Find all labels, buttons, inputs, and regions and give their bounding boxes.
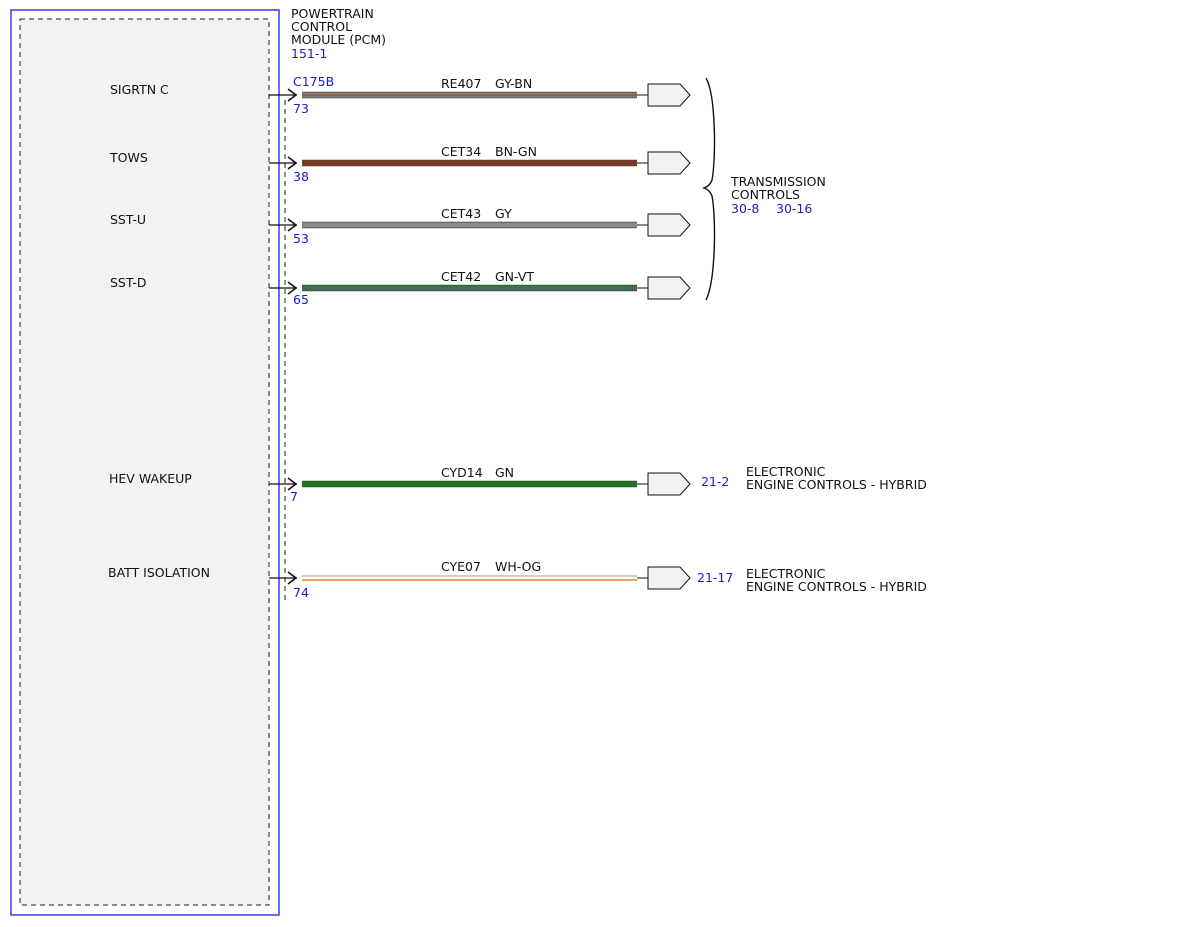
connector-tag-icon xyxy=(647,151,691,175)
pin-number: 73 xyxy=(293,101,309,116)
circuit-tows: TOWS CET34 BN-GN 38 xyxy=(109,144,691,184)
signal-label-batt-isolation: BATT ISOLATION xyxy=(108,565,210,580)
transmission-ref-1: 30-8 xyxy=(731,201,759,216)
pin-number: 74 xyxy=(293,585,309,600)
module-title-line-2: CONTROL xyxy=(291,19,352,34)
signal-label-hev-wakeup: HEV WAKEUP xyxy=(109,471,192,486)
batt-isolation-dest-line-1: ELECTRONIC xyxy=(746,566,826,581)
module-ref: 151-1 xyxy=(291,46,327,61)
transmission-label-line-2: CONTROLS xyxy=(731,187,800,202)
signal-label-sst-d: SST-D xyxy=(110,275,147,290)
signal-label-sigrtn-c: SIGRTN C xyxy=(110,82,169,97)
circuit-number: CET34 xyxy=(441,144,481,159)
batt-isolation-dest-line-2: ENGINE CONTROLS - HYBRID xyxy=(746,579,927,594)
signal-label-sst-u: SST-U xyxy=(110,212,146,227)
pin-arrow-icon xyxy=(287,571,298,585)
pin-arrow-icon xyxy=(287,218,298,232)
connector-tag-icon xyxy=(647,83,691,107)
wire-color-code: GN xyxy=(495,465,514,480)
wire-color-code: GY-BN xyxy=(495,76,532,91)
circuit-number: CET42 xyxy=(441,269,481,284)
transmission-label-line-1: TRANSMISSION xyxy=(730,174,826,189)
connector-tag-icon xyxy=(647,276,691,300)
module-title-line-1: POWERTRAIN xyxy=(291,6,374,21)
circuit-sigrtn-c: SIGRTN C RE407 GY-BN 73 xyxy=(110,76,691,116)
connector-tag-icon xyxy=(647,566,691,590)
pcm-module-body xyxy=(19,18,270,906)
pin-number: 65 xyxy=(293,292,309,307)
module-title-line-3: MODULE (PCM) xyxy=(291,32,386,47)
wire-color-code: WH-OG xyxy=(495,559,541,574)
circuit-hev-wakeup: HEV WAKEUP CYD14 GN 7 xyxy=(109,465,691,504)
circuit-number: CET43 xyxy=(441,206,481,221)
circuit-sst-d: SST-D CET42 GN-VT 65 xyxy=(110,269,691,307)
pin-number: 38 xyxy=(293,169,309,184)
wire-color-code: BN-GN xyxy=(495,144,537,159)
signal-label-tows: TOWS xyxy=(109,150,148,165)
wire-color-code: GN-VT xyxy=(495,269,534,284)
circuit-number: CYD14 xyxy=(441,465,483,480)
connector-tag-icon xyxy=(647,213,691,237)
circuit-sst-u: SST-U CET43 GY 53 xyxy=(110,206,691,246)
hev-wakeup-ref: 21-2 xyxy=(701,474,729,489)
circuit-number: RE407 xyxy=(441,76,481,91)
hev-wakeup-dest-line-2: ENGINE CONTROLS - HYBRID xyxy=(746,477,927,492)
pin-number: 7 xyxy=(290,489,298,504)
transmission-brace xyxy=(701,77,716,301)
pin-arrow-icon xyxy=(287,88,298,102)
circuit-number: CYE07 xyxy=(441,559,481,574)
batt-isolation-ref: 21-17 xyxy=(697,570,733,585)
connector-tag-icon xyxy=(647,472,691,496)
wire-color-code: GY xyxy=(495,206,512,221)
pin-arrow-icon xyxy=(287,281,298,295)
circuit-batt-isolation: BATT ISOLATION CYE07 WH-OG 74 xyxy=(108,559,691,600)
pin-number: 53 xyxy=(293,231,309,246)
pin-arrow-icon xyxy=(287,156,298,170)
pin-arrow-icon xyxy=(287,477,298,491)
hev-wakeup-dest-line-1: ELECTRONIC xyxy=(746,464,826,479)
connector-id: C175B xyxy=(293,74,334,89)
transmission-ref-2: 30-16 xyxy=(776,201,812,216)
